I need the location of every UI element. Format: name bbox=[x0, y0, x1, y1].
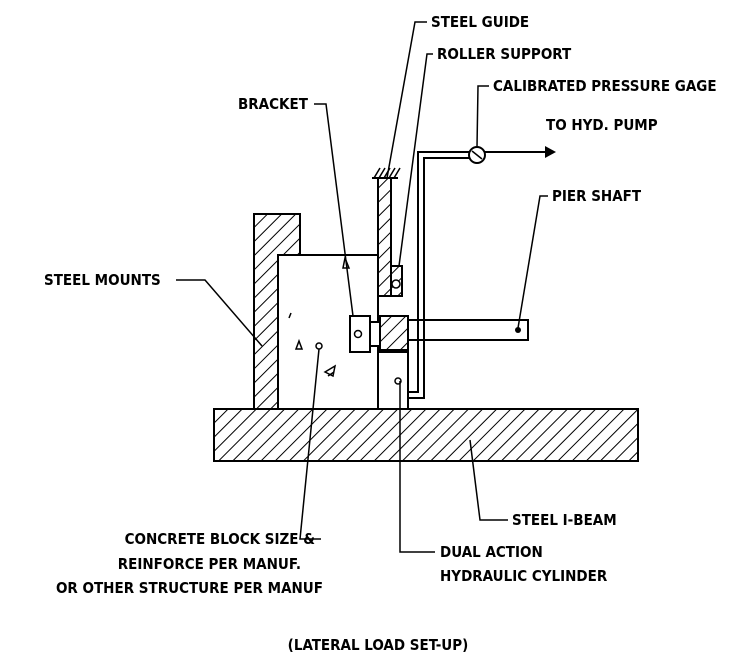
label-steel-i-beam: STEEL I-BEAM bbox=[512, 511, 617, 529]
roller bbox=[391, 279, 401, 289]
label-roller-support: ROLLER SUPPORT bbox=[437, 45, 572, 63]
label-concrete-2: REINFORCE PER MANUF. bbox=[118, 555, 301, 573]
leader-lines bbox=[176, 21, 548, 553]
pier-shaft bbox=[407, 319, 529, 341]
bracket bbox=[349, 315, 371, 353]
bracket-bolt bbox=[353, 329, 363, 339]
label-steel-mounts: STEEL MOUNTS bbox=[44, 271, 161, 289]
steel-guide bbox=[377, 177, 392, 297]
label-cylinder-1: DUAL ACTION bbox=[440, 543, 543, 561]
caption: (LATERAL LOAD SET-UP) bbox=[288, 636, 469, 654]
steel-guide-top-plate bbox=[372, 167, 401, 179]
arrow-to-pump bbox=[545, 146, 556, 158]
label-pier-shaft: PIER SHAFT bbox=[552, 187, 642, 205]
hydraulic-cylinder bbox=[377, 349, 409, 410]
label-to-hyd-pump: TO HYD. PUMP bbox=[546, 116, 658, 134]
cylinder-port bbox=[394, 377, 402, 385]
label-concrete-3: OR OTHER STRUCTURE PER MANUF bbox=[56, 579, 323, 597]
steel-i-beam bbox=[213, 408, 639, 462]
label-steel-guide: STEEL GUIDE bbox=[431, 13, 529, 31]
pier-shaft-marker bbox=[515, 327, 521, 333]
label-concrete-1: CONCRETE BLOCK SIZE & bbox=[125, 530, 316, 548]
label-pressure-gage: CALIBRATED PRESSURE GAGE bbox=[493, 77, 717, 95]
label-cylinder-2: HYDRAULIC CYLINDER bbox=[440, 567, 608, 585]
hydraulic-line-return bbox=[408, 157, 480, 399]
cylinder-head bbox=[379, 315, 409, 353]
label-bracket: BRACKET bbox=[238, 95, 309, 113]
bracket-plate bbox=[369, 321, 381, 347]
hydraulic-line bbox=[408, 151, 550, 393]
